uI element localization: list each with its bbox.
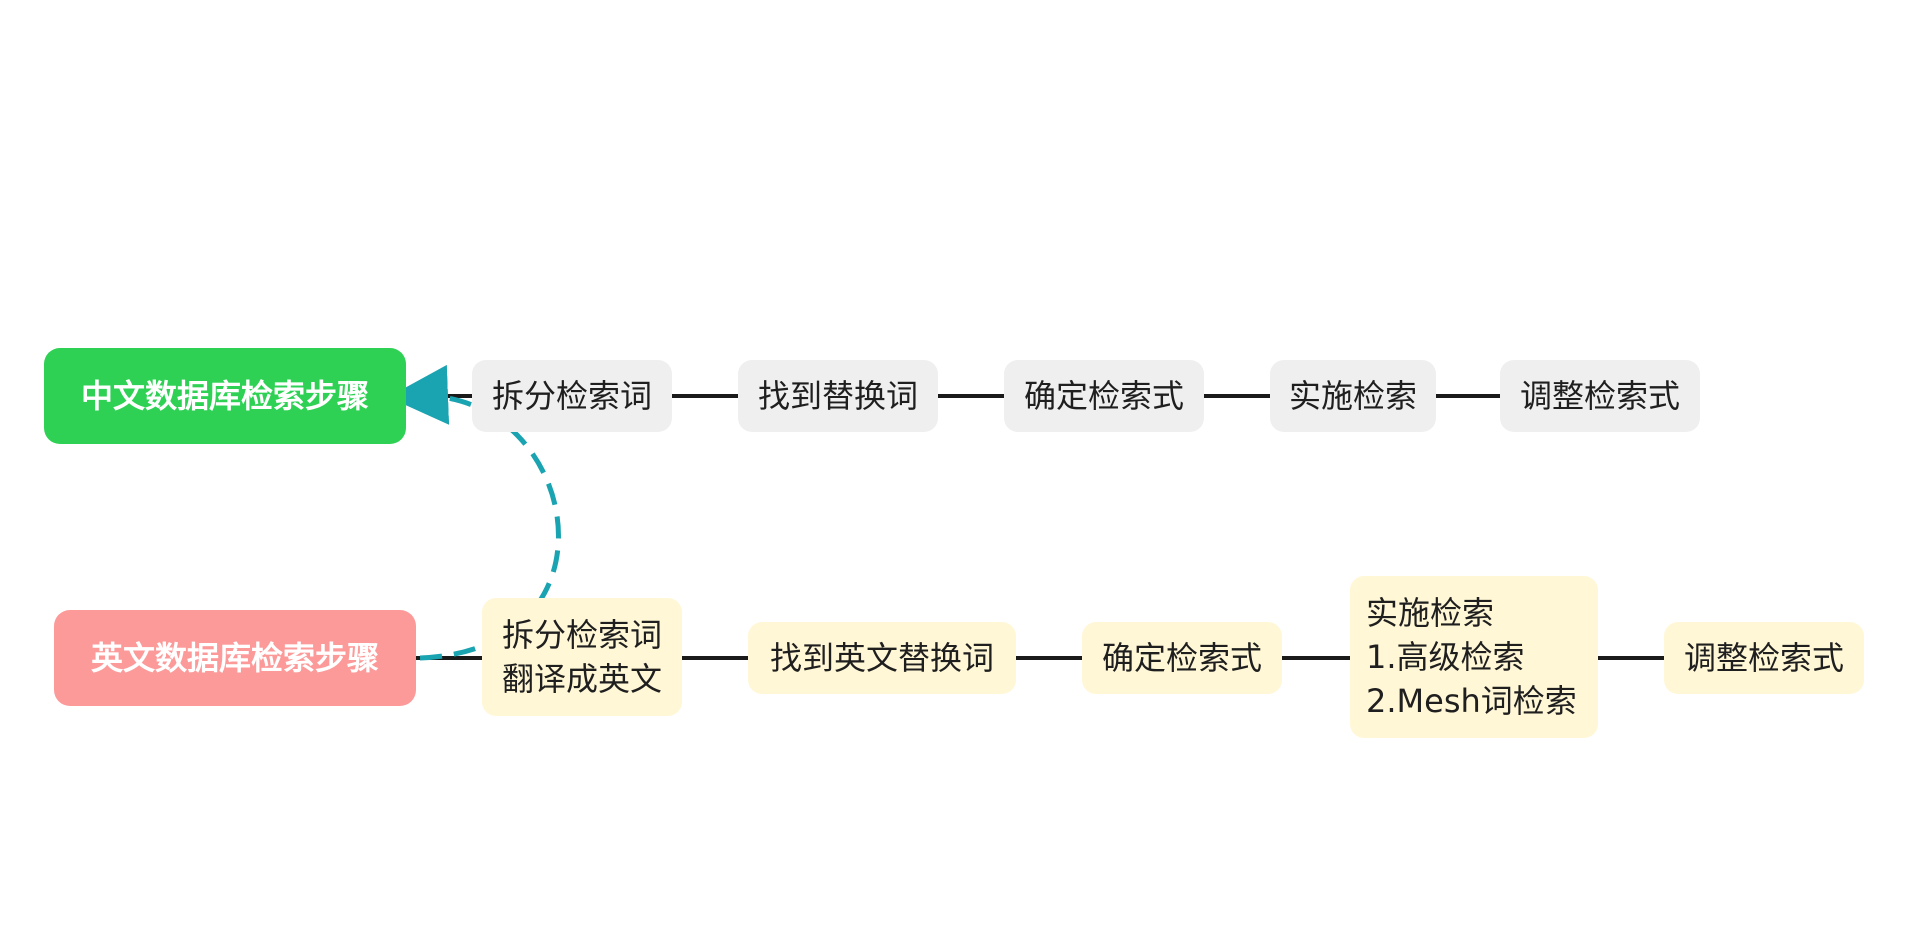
zh-step-label: 实施检索 bbox=[1288, 377, 1417, 415]
zh-step-label: 找到替换词 bbox=[757, 377, 918, 415]
en-root-label: 英文数据库检索步骤 bbox=[90, 639, 379, 677]
en-step-line: 2.Mesh词检索 bbox=[1366, 682, 1577, 720]
zh-root-label: 中文数据库检索步骤 bbox=[80, 377, 369, 415]
en-step-define-query[interactable]: 确定检索式 bbox=[1082, 622, 1282, 694]
en-step-line: 拆分检索词 bbox=[501, 616, 662, 654]
zh-step-define-query[interactable]: 确定检索式 bbox=[1004, 360, 1204, 432]
zh-step-label: 拆分检索词 bbox=[491, 377, 652, 415]
zh-step-label: 确定检索式 bbox=[1023, 377, 1184, 415]
zh-step-adjust-query[interactable]: 调整检索式 bbox=[1500, 360, 1700, 432]
en-step-find-english-synonyms[interactable]: 找到英文替换词 bbox=[748, 622, 1016, 694]
zh-root-node[interactable]: 中文数据库检索步骤 bbox=[44, 348, 406, 444]
zh-step-run-search[interactable]: 实施检索 bbox=[1270, 360, 1436, 432]
en-root-node[interactable]: 英文数据库检索步骤 bbox=[54, 610, 416, 706]
en-step-run-search[interactable]: 实施检索 1.高级检索 2.Mesh词检索 bbox=[1350, 576, 1598, 738]
en-step-label: 找到英文替换词 bbox=[769, 639, 994, 677]
en-step-split-translate[interactable]: 拆分检索词 翻译成英文 bbox=[482, 598, 682, 716]
en-step-line: 翻译成英文 bbox=[501, 660, 662, 698]
zh-step-label: 调整检索式 bbox=[1519, 377, 1680, 415]
zh-step-find-synonyms[interactable]: 找到替换词 bbox=[738, 360, 938, 432]
en-step-line: 1.高级检索 bbox=[1366, 638, 1525, 676]
en-step-label: 确定检索式 bbox=[1101, 639, 1262, 677]
zh-step-split-terms[interactable]: 拆分检索词 bbox=[472, 360, 672, 432]
en-step-adjust-query[interactable]: 调整检索式 bbox=[1664, 622, 1864, 694]
en-step-line: 实施检索 bbox=[1366, 594, 1495, 632]
en-step-label: 调整检索式 bbox=[1683, 639, 1844, 677]
